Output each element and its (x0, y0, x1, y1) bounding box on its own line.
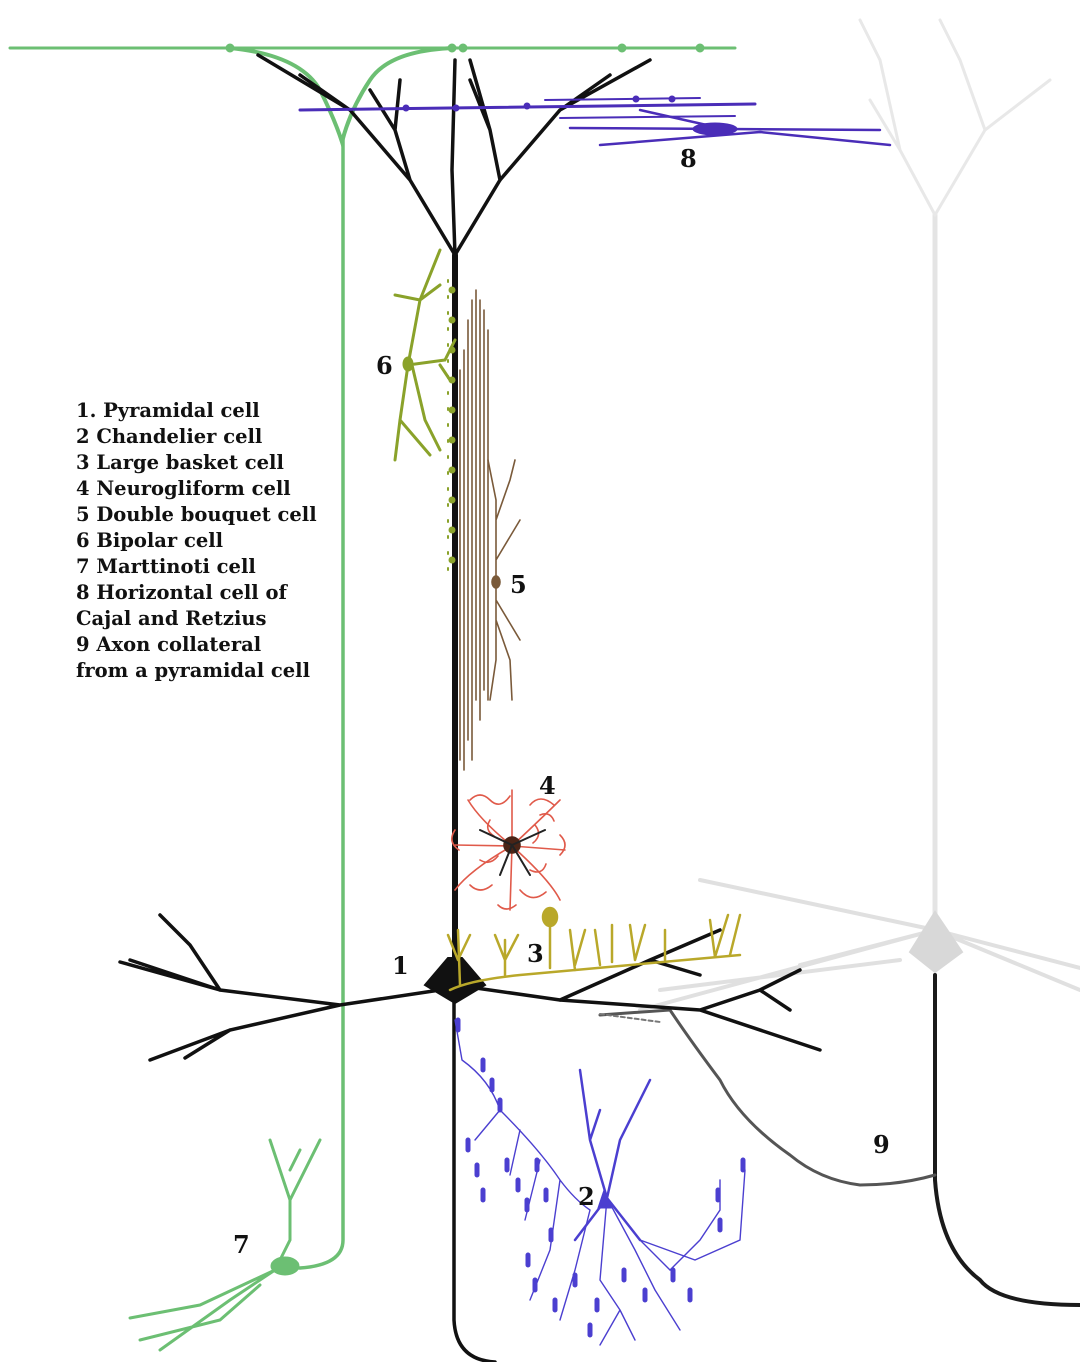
legend-line-9: Cajal and Retzius (76, 606, 317, 632)
legend-line-7: 7 Marttinoti cell (76, 554, 317, 580)
label-pyramidal: 1 (392, 951, 409, 980)
legend-line-3: 3 Large basket cell (76, 450, 317, 476)
legend-line-5: 5 Double bouquet cell (76, 502, 317, 528)
bipolar-cell (395, 250, 455, 580)
label-axon-collateral: 9 (873, 1130, 890, 1159)
label-horizontal: 8 (680, 144, 697, 173)
label-neurogliform: 4 (539, 771, 556, 800)
double-bouquet-cell (460, 290, 520, 770)
label-chandelier: 2 (578, 1182, 595, 1211)
legend-line-11: from a pyramidal cell (76, 658, 317, 684)
chandelier-cell (455, 1020, 745, 1345)
ghost-pyramidal-cell (640, 20, 1080, 1010)
neurogliform-cell (452, 790, 565, 910)
legend-line-10: 9 Axon collateral (76, 632, 317, 658)
large-basket-cell (448, 908, 740, 990)
legend-line-4: 4 Neurogliform cell (76, 476, 317, 502)
legend-line-6: 6 Bipolar cell (76, 528, 317, 554)
pyramidal-cell (120, 55, 820, 1362)
axon-collateral (600, 975, 1080, 1305)
label-martinotti: 7 (233, 1230, 250, 1259)
cell-legend: 1. Pyramidal cell 2 Chandelier cell 3 La… (76, 398, 317, 684)
label-basket: 3 (527, 939, 544, 968)
martinotti-cell (10, 44, 735, 1350)
label-bipolar: 6 (376, 351, 393, 380)
legend-line-8: 8 Horizontal cell of (76, 580, 317, 606)
label-double-bouquet: 5 (510, 570, 527, 599)
legend-line-1: 1. Pyramidal cell (76, 398, 317, 424)
legend-line-2: 2 Chandelier cell (76, 424, 317, 450)
